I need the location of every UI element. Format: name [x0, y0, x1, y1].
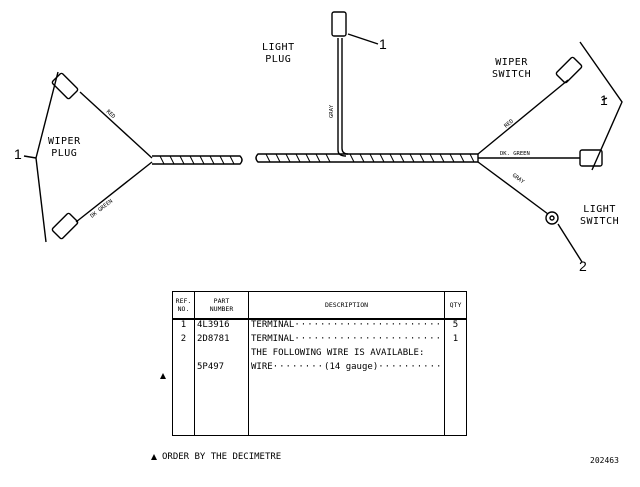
row-description: WIRE········(14 gauge)··········: [248, 362, 445, 377]
header-ref-no: REF.NO.: [172, 291, 195, 320]
header-qty: QTY: [444, 291, 467, 320]
right-harness-sheath: [255, 153, 479, 163]
figure-number: 202463: [590, 456, 619, 465]
table-row-blank: [172, 376, 467, 437]
left-harness-sheath: [152, 155, 243, 165]
callout-wiper-plug: 1: [14, 146, 22, 162]
row-description: TERMINAL······························: [248, 319, 445, 335]
light-switch-leader: [557, 223, 583, 263]
left-green-wire: [75, 161, 153, 223]
light-plug-wire-right: [341, 38, 349, 155]
right-red-wire: [477, 79, 569, 155]
row-ref: [172, 362, 195, 377]
row-part-number: 2D8781: [194, 334, 249, 349]
light-plug-wire-left: [337, 38, 347, 157]
row-qty: [444, 348, 467, 363]
callout-wiper-switch: 1: [600, 92, 608, 108]
wiper-plug-leader: [23, 155, 37, 159]
footnote: ORDER BY THE DECIMETRE: [162, 452, 282, 462]
table-row: 5P497 WIRE········(14 gauge)··········: [172, 362, 467, 377]
wiper-switch-terminal-top: [555, 56, 583, 84]
row-description: TERMINAL······························: [248, 334, 445, 349]
row-ref: [172, 348, 195, 363]
row-ref: 1: [172, 319, 195, 335]
right-harness-twist: [265, 153, 475, 163]
light-switch-ring-hole: [549, 215, 555, 221]
light-switch-ring-terminal: [545, 211, 559, 225]
light-plug-leader: [347, 33, 379, 45]
wire-label-green-right: DK. GREEN: [500, 151, 530, 157]
footnote-marker-icon: [151, 454, 157, 460]
table-row: 2 2D8781 TERMINAL·······················…: [172, 334, 467, 349]
callout-light-switch: 2: [579, 258, 587, 274]
wire-label-gray-right: GRAY: [511, 173, 526, 186]
left-red-wire: [79, 91, 153, 159]
wiper-switch-terminal-right: [579, 149, 603, 167]
header-description: DESCRIPTION: [248, 291, 445, 320]
row-qty: 5: [444, 319, 467, 335]
wiper-switch-leader: [601, 97, 608, 101]
wire-gauge-note: (14 gauge): [324, 362, 379, 373]
right-gray-wire: [477, 161, 549, 215]
table-row: THE FOLLOWING WIRE IS AVAILABLE:: [172, 348, 467, 363]
row-description: THE FOLLOWING WIRE IS AVAILABLE:: [248, 348, 445, 363]
wire-label-gray-top: GRAY: [329, 104, 335, 118]
row-qty: 1: [444, 334, 467, 349]
wire-label-red-left: RED: [105, 109, 116, 120]
left-harness-twist: [159, 155, 235, 165]
row-qty: [444, 362, 467, 377]
row-part-number: 5P497: [194, 362, 249, 377]
table-row: 1 4L3916 TERMINAL·······················…: [172, 319, 467, 335]
row-ref: 2: [172, 334, 195, 349]
wire-label-red-right: RED: [503, 119, 514, 130]
wiper-plug-terminal-bottom: [51, 212, 79, 240]
wiper-plug-terminal-top: [51, 72, 79, 100]
row-part-number: [194, 348, 249, 363]
callout-light-plug: 1: [379, 36, 387, 52]
light-plug-terminal: [331, 11, 347, 37]
decimetre-marker-icon: [160, 373, 166, 379]
row-part-number: 4L3916: [194, 319, 249, 335]
wiper-switch-bracket: [579, 41, 623, 171]
